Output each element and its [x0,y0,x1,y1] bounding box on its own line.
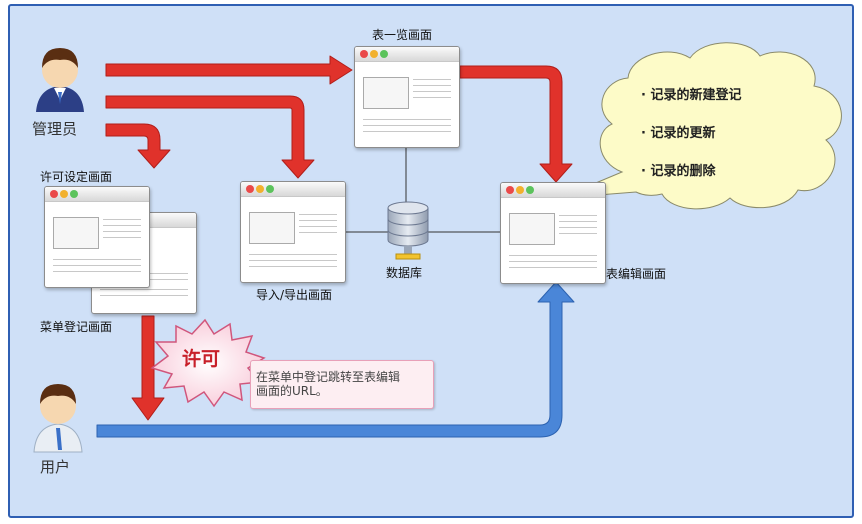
arrow-admin-to-permission [105,123,171,169]
callout-item-create: · 记录的新建登记 [641,88,742,103]
note-line-1: 在菜单中登记跳转至表编辑 [256,370,401,384]
callout-cloud [559,42,842,210]
table-list-window [354,46,460,148]
close-dot-icon [360,50,368,58]
arrow-admin-to-import-export [105,95,315,179]
database-icon [387,201,429,260]
admin-label: 管理员 [32,120,78,138]
menu-url-note: 在菜单中登记跳转至表编辑 画面的URL。 [250,360,434,409]
permission-settings-window [44,186,150,288]
user-label: 用户 [40,458,71,476]
arrow-admin-to-table-list [105,55,353,85]
maximize-dot-icon [380,50,388,58]
image-placeholder-icon [53,217,99,249]
db-connectors [344,146,500,233]
menu-register-label: 菜单登记画面 [40,320,113,334]
arrow-menu-to-user [131,315,165,421]
table-list-label: 表一览画面 [372,28,433,42]
permit-label: 许可 [182,348,221,370]
image-placeholder-icon [509,213,555,245]
table-edit-window [500,182,606,284]
table-edit-label: 表编辑画面 [606,267,667,281]
arrow-user-to-table-edit [96,281,575,438]
database-label: 数据库 [386,266,423,280]
note-line-2: 画面的URL。 [256,384,328,398]
arrow-table-list-to-edit [459,65,573,183]
callout-item-delete: · 记录的删除 [641,164,716,179]
minimize-dot-icon [370,50,378,58]
image-placeholder-icon [249,212,295,244]
import-export-label: 导入/导出画面 [256,288,333,302]
image-placeholder-icon [363,77,409,109]
permit-burst [150,318,266,408]
import-export-window [240,181,346,283]
callout-item-update: · 记录的更新 [641,126,716,141]
user-avatar-icon [33,384,83,453]
permission-settings-label: 许可设定画面 [40,170,113,184]
admin-avatar-icon [36,48,84,112]
